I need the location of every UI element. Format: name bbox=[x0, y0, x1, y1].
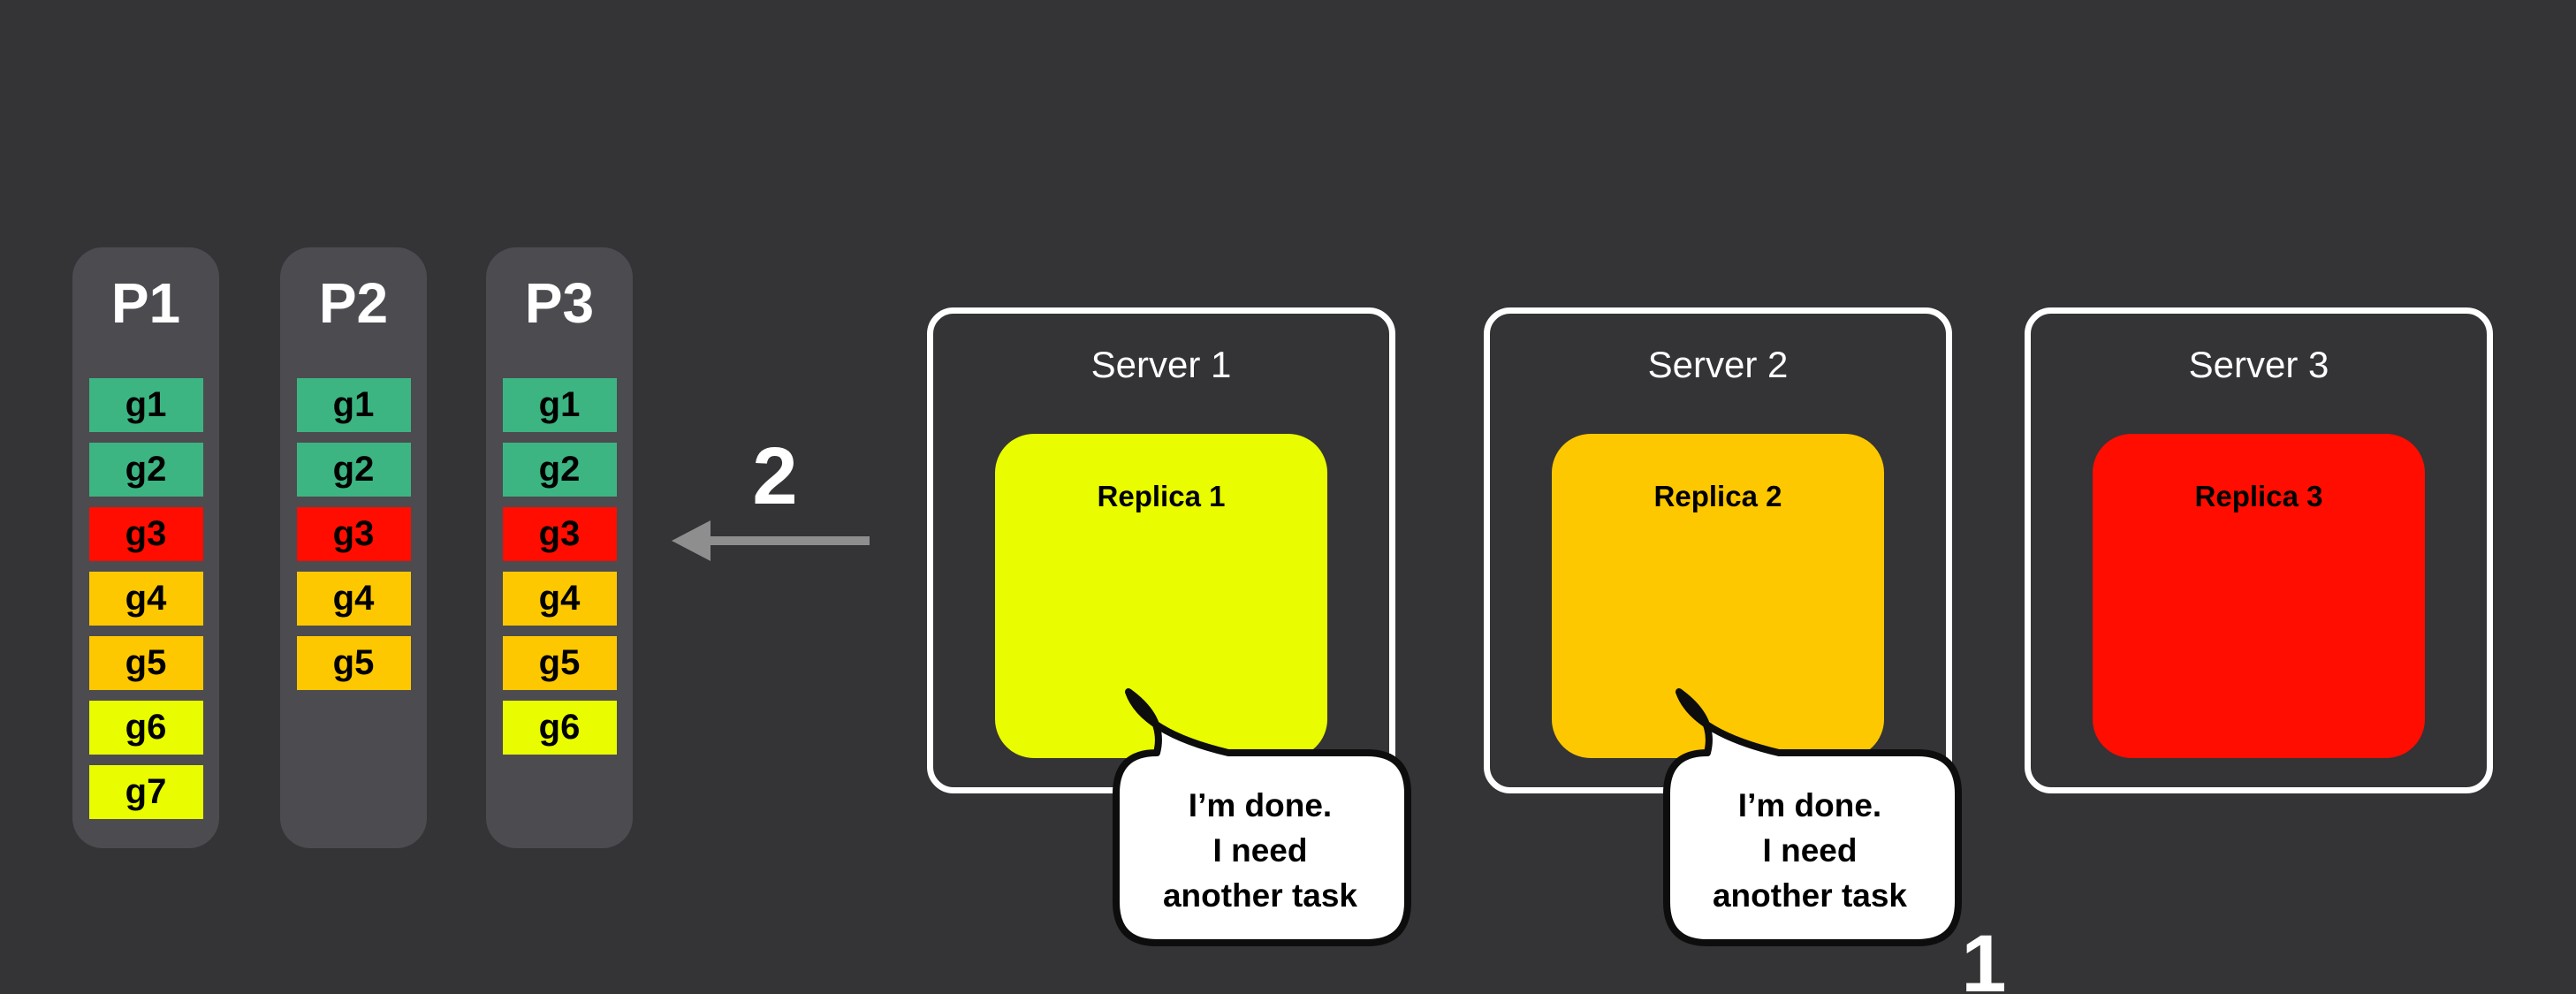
server-title: Server 3 bbox=[2188, 344, 2329, 385]
partition-title: P2 bbox=[318, 271, 389, 335]
step-2-label: 2 bbox=[752, 431, 798, 521]
replica-2-box: Replica 2 bbox=[1552, 434, 1884, 758]
replica-label: Replica 2 bbox=[1653, 480, 1782, 512]
task-cell: g2 bbox=[88, 443, 203, 497]
task-cell: g6 bbox=[502, 701, 617, 755]
bubble-line: I’m done. bbox=[1737, 787, 1882, 823]
partition-p2: P2 g1 g2 g3 g4 g5 bbox=[280, 247, 427, 848]
task-cell: g1 bbox=[502, 378, 617, 432]
bubble-line: I need bbox=[1762, 832, 1858, 869]
speech-bubble-2-text: I’m done. I need another task bbox=[1677, 783, 1942, 918]
task-stack: g1 g2 g3 g4 g5 g6 bbox=[486, 378, 633, 765]
speech-bubble-1 bbox=[1113, 688, 1411, 946]
bubble-line: I need bbox=[1212, 832, 1308, 869]
partition-p1: P1 g1 g2 g3 g4 g5 g6 g7 bbox=[72, 247, 219, 848]
server-3-box: Server 3 Replica 3 bbox=[2025, 307, 2493, 793]
task-cell: g4 bbox=[296, 572, 411, 626]
task-cell: g2 bbox=[296, 443, 411, 497]
task-stack: g1 g2 g3 g4 g5 bbox=[280, 378, 427, 701]
replica-3-box: Replica 3 bbox=[2093, 434, 2425, 758]
task-cell: g4 bbox=[502, 572, 617, 626]
task-stack: g1 g2 g3 g4 g5 g6 g7 bbox=[72, 378, 219, 830]
task-cell: g2 bbox=[502, 443, 617, 497]
task-cell: g5 bbox=[88, 636, 203, 690]
speech-bubble-1-text: I’m done. I need another task bbox=[1128, 783, 1393, 918]
task-cell: g3 bbox=[88, 507, 203, 561]
partition-title: P3 bbox=[524, 271, 595, 335]
partition-title: P1 bbox=[110, 271, 181, 335]
task-cell: g4 bbox=[88, 572, 203, 626]
bubble-line: I’m done. bbox=[1188, 787, 1333, 823]
server-1-box: Server 1 Replica 1 bbox=[927, 307, 1395, 793]
task-cell: g5 bbox=[502, 636, 617, 690]
task-cell: g5 bbox=[296, 636, 411, 690]
task-cell: g6 bbox=[88, 701, 203, 755]
replica-label: Replica 1 bbox=[1097, 480, 1226, 512]
server-2-box: Server 2 Replica 2 bbox=[1484, 307, 1952, 793]
task-cell: g1 bbox=[88, 378, 203, 432]
task-cell: g1 bbox=[296, 378, 411, 432]
arrow-left-icon bbox=[672, 520, 870, 561]
step-1-label: 1 bbox=[1961, 919, 2007, 994]
server-title: Server 1 bbox=[1090, 344, 1232, 385]
task-cell: g7 bbox=[88, 765, 203, 819]
server-title: Server 2 bbox=[1647, 344, 1789, 385]
replica-label: Replica 3 bbox=[2194, 480, 2323, 512]
task-cell: g3 bbox=[296, 507, 411, 561]
bubble-line: another task bbox=[1712, 877, 1907, 914]
speech-bubble-2 bbox=[1663, 688, 1962, 946]
bubble-line: another task bbox=[1162, 877, 1357, 914]
task-cell: g3 bbox=[502, 507, 617, 561]
partition-p3: P3 g1 g2 g3 g4 g5 g6 bbox=[486, 247, 633, 848]
replica-1-box: Replica 1 bbox=[995, 434, 1327, 758]
